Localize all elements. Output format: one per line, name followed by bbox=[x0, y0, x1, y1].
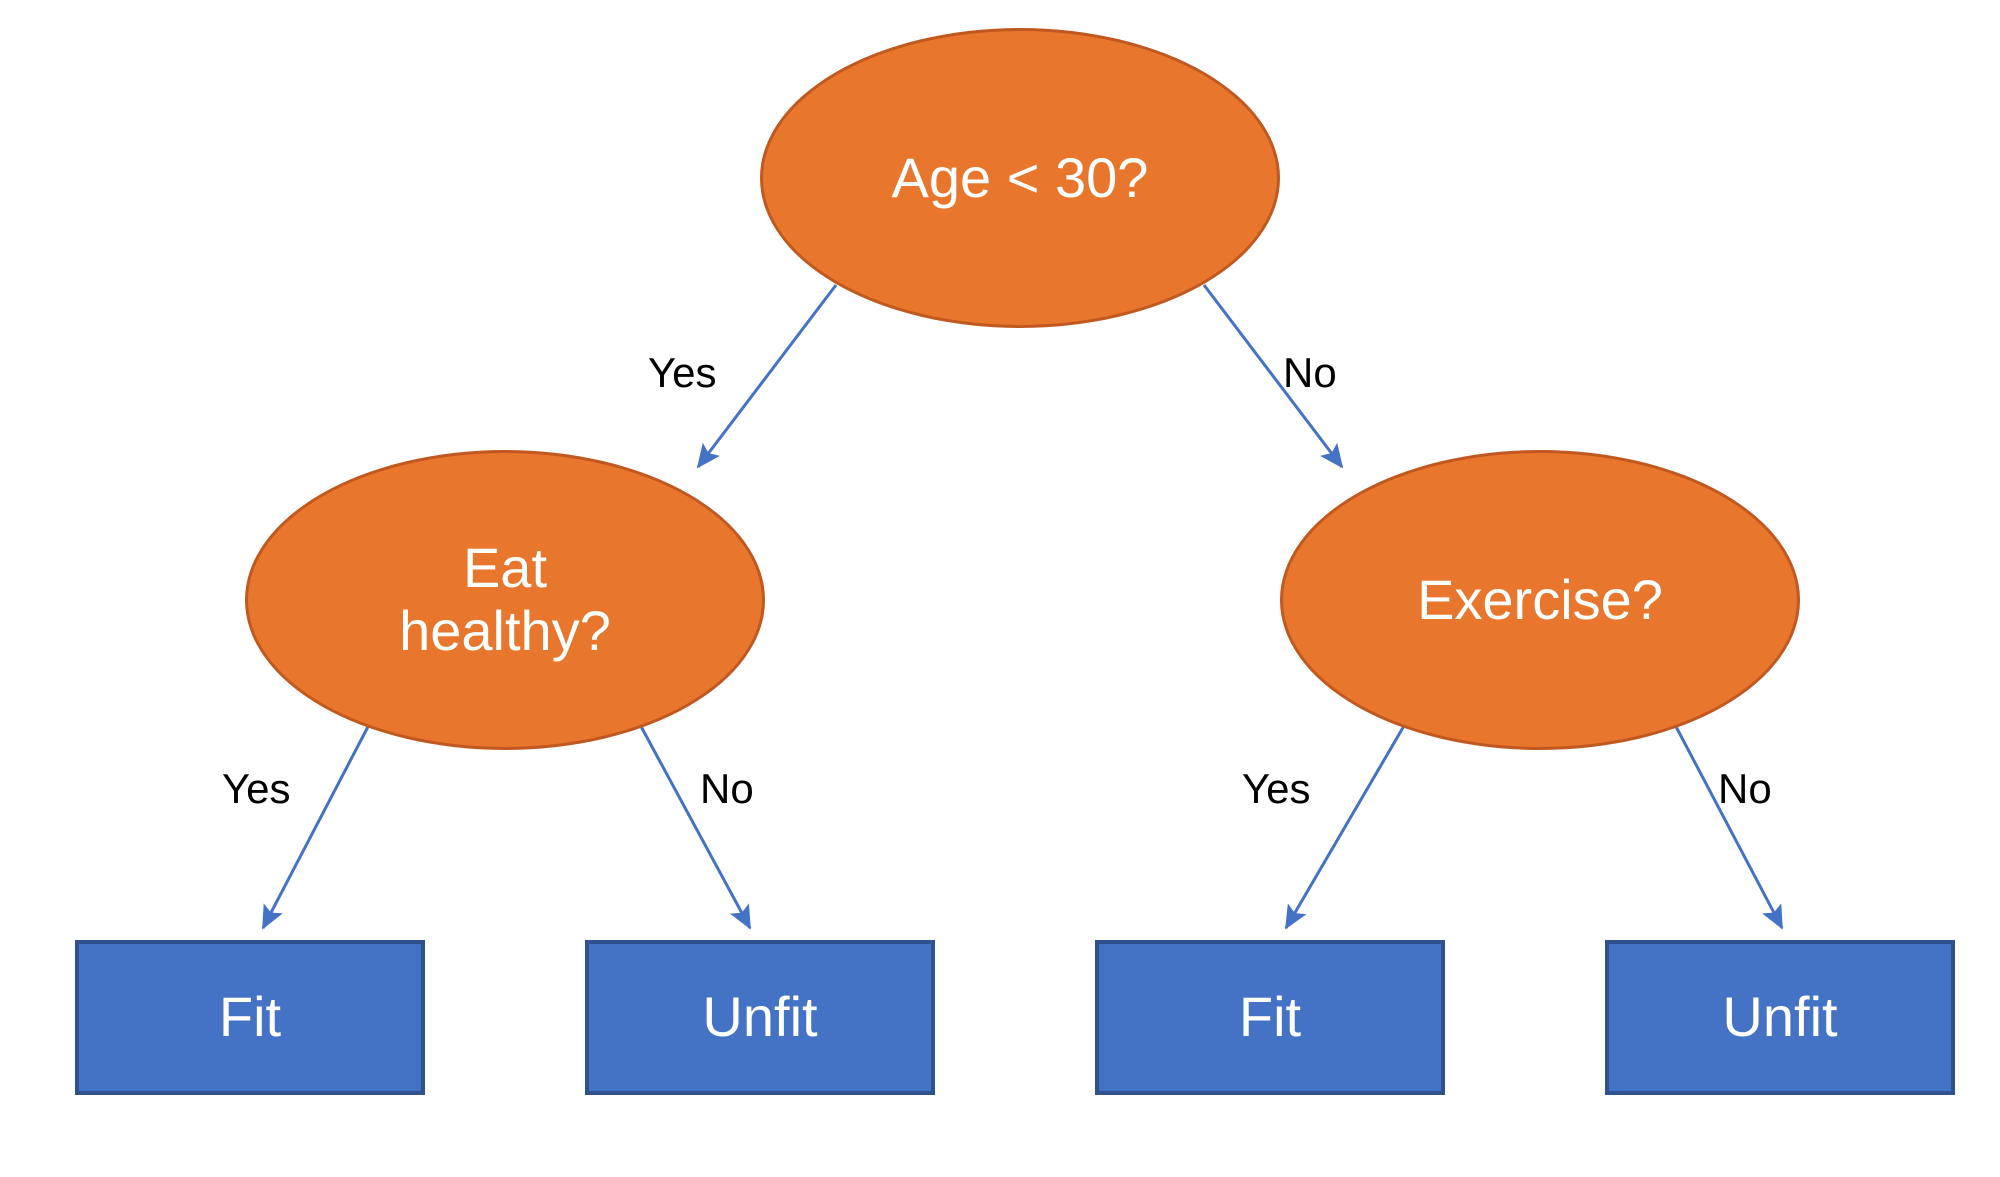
edge-eat-to-unfit bbox=[635, 718, 752, 930]
decision-node-eat-healthy[interactable]: Eat healthy? bbox=[245, 450, 765, 750]
node-label-unfit-right: Unfit bbox=[1722, 985, 1838, 1049]
edge-root-to-eat bbox=[696, 284, 838, 469]
edge-exercise-to-fit bbox=[1284, 718, 1410, 930]
edge-eat-to-fit bbox=[261, 718, 374, 930]
edge-label-exercise-yes: Yes bbox=[1242, 765, 1311, 812]
edge-label-root-no: No bbox=[1283, 349, 1337, 396]
leaf-node-fit-right[interactable]: Fit bbox=[1095, 940, 1445, 1095]
decision-node-root[interactable]: Age < 30? bbox=[760, 28, 1280, 328]
edge-root-to-exercise bbox=[1202, 284, 1344, 469]
edge-label-exercise-no: No bbox=[1718, 765, 1772, 812]
leaf-node-fit-left[interactable]: Fit bbox=[75, 940, 425, 1095]
edge-exercise-to-unfit bbox=[1670, 718, 1784, 930]
node-label-exercise: Exercise? bbox=[1417, 567, 1663, 631]
node-label-fit-right: Fit bbox=[1238, 985, 1302, 1049]
edge-label-eat-no: No bbox=[700, 765, 754, 812]
node-label-root: Age < 30? bbox=[891, 145, 1149, 209]
decision-node-exercise[interactable]: Exercise? bbox=[1280, 450, 1800, 750]
node-label-eat-line1: Eat bbox=[462, 536, 548, 600]
node-label-unfit-left: Unfit bbox=[702, 985, 818, 1049]
node-label-fit-left: Fit bbox=[218, 985, 282, 1049]
edge-label-eat-yes: Yes bbox=[222, 765, 291, 812]
node-label-eat-healthy: Eat healthy? bbox=[399, 536, 611, 662]
leaf-node-unfit-left[interactable]: Unfit bbox=[585, 940, 935, 1095]
leaf-node-unfit-right[interactable]: Unfit bbox=[1605, 940, 1955, 1095]
node-label-eat-line2: healthy? bbox=[399, 599, 611, 662]
edge-label-root-yes: Yes bbox=[648, 349, 717, 396]
